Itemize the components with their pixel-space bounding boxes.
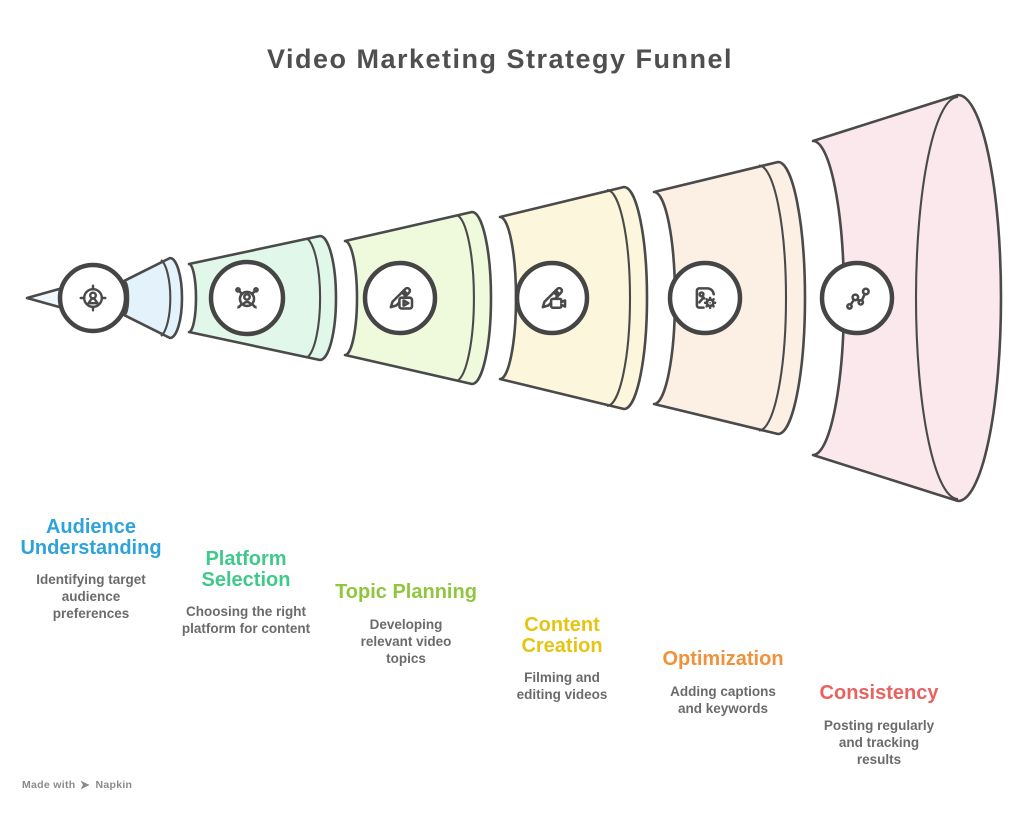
funnel-segment-consistency <box>811 93 1003 503</box>
pencil-camera-icon <box>541 286 567 310</box>
stage-heading: Audience Understanding <box>20 516 162 559</box>
watermark-prefix: Made with <box>22 779 76 791</box>
stage-description: Filming and editing videos <box>516 670 608 703</box>
stage-description: Posting regularly and tracking results <box>823 717 935 767</box>
funnel-tip <box>25 287 63 309</box>
stage-description: Adding captions and keywords <box>670 683 776 716</box>
stage-label-platform-selection: Platform Selection Choosing the right pl… <box>161 549 331 637</box>
pencil-video-icon <box>389 286 414 310</box>
stage-heading: Consistency <box>819 682 939 704</box>
stage-heading: Content Creation <box>521 614 603 657</box>
stage-heading: Optimization <box>662 648 784 670</box>
stage-icon-consistency <box>819 260 895 336</box>
napkin-logo-icon <box>81 780 91 790</box>
stage-icon-platform-selection <box>208 259 286 337</box>
stage-heading: Platform Selection <box>201 548 291 591</box>
stage-icon-content-creation <box>514 260 590 336</box>
user-target-icon <box>79 284 107 312</box>
funnel-segment-audience-understanding <box>122 256 184 340</box>
stage-heading: Topic Planning <box>335 581 477 603</box>
stage-label-content-creation: Content Creation Filming and editing vid… <box>477 615 647 703</box>
stage-icon-optimization <box>667 260 743 336</box>
stage-label-topic-planning: Topic Planning Developing relevant video… <box>321 582 491 667</box>
page-title: Video Marketing Strategy Funnel <box>266 44 734 74</box>
node-chart-icon <box>846 287 870 310</box>
stage-description: Identifying target audience preferences <box>36 572 146 622</box>
stage-label-optimization: Optimization Adding captions and keyword… <box>638 649 808 717</box>
watermark: Made with Napkin <box>22 779 132 791</box>
user-network-icon <box>235 287 259 309</box>
stage-icon-topic-planning <box>362 260 438 336</box>
stage-label-audience-understanding: Audience Understanding Identifying targe… <box>6 517 176 622</box>
watermark-brand: Napkin <box>95 779 133 791</box>
stage-description: Choosing the right platform for content <box>181 604 311 637</box>
stage-icon-audience-understanding <box>57 262 129 334</box>
image-gear-icon <box>695 287 717 310</box>
stage-description: Developing relevant video topics <box>360 616 452 666</box>
stage-label-consistency: Consistency Posting regularly and tracki… <box>794 683 964 768</box>
